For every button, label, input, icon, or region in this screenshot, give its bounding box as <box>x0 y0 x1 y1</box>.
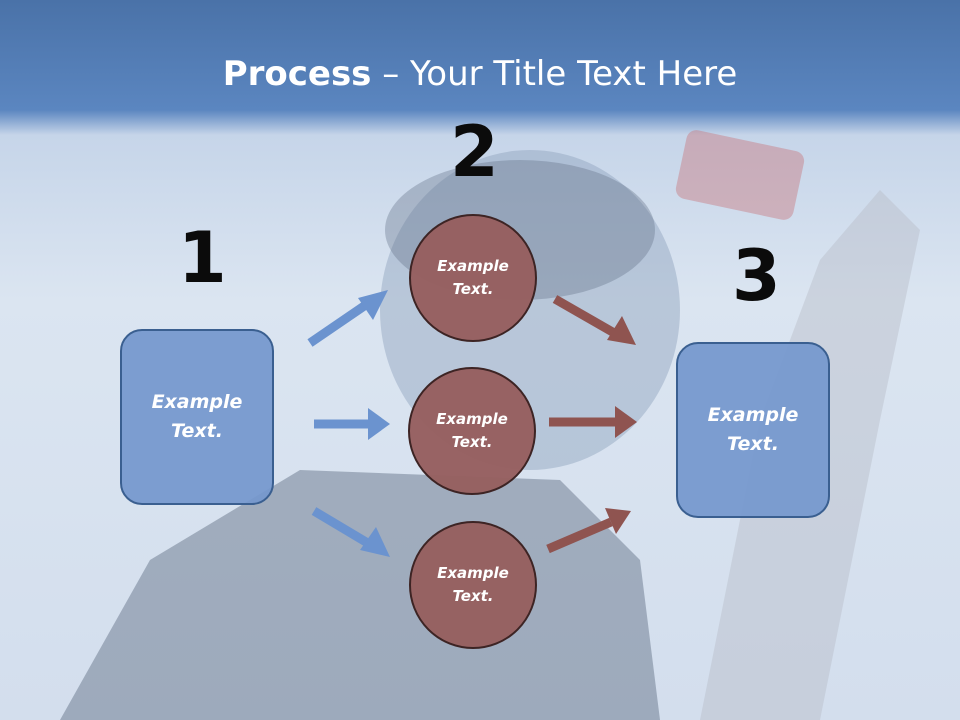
arrow-blue-down <box>311 507 390 557</box>
title-bold: Process <box>222 54 372 94</box>
circle-middle-line1: Example <box>436 410 508 428</box>
arrow-blue-right <box>314 408 390 440</box>
step-number-1: 1 <box>178 217 227 299</box>
arrow-blue-up <box>307 290 388 347</box>
arrow-red-right <box>549 406 637 438</box>
circle-top-line1: Example <box>437 257 509 275</box>
right-box-line2: Text. <box>727 433 779 455</box>
circle-top-line2: Text. <box>452 280 494 298</box>
circle-middle-line2: Text. <box>451 433 493 451</box>
arrow-red-down <box>552 295 636 345</box>
arrow-red-up <box>546 508 631 554</box>
right-box-line1: Example <box>707 404 799 426</box>
circle-bottom-line1: Example <box>437 564 509 582</box>
step-number-2: 2 <box>450 111 499 193</box>
circle-bottom-line2: Text. <box>452 587 494 605</box>
step-number-3: 3 <box>732 235 781 317</box>
left-box-line1: Example <box>151 391 243 413</box>
title-rest: – Your Title Text Here <box>371 54 738 94</box>
left-box-line2: Text. <box>171 420 223 442</box>
page-title: Process – Your Title Text Here <box>0 52 960 96</box>
